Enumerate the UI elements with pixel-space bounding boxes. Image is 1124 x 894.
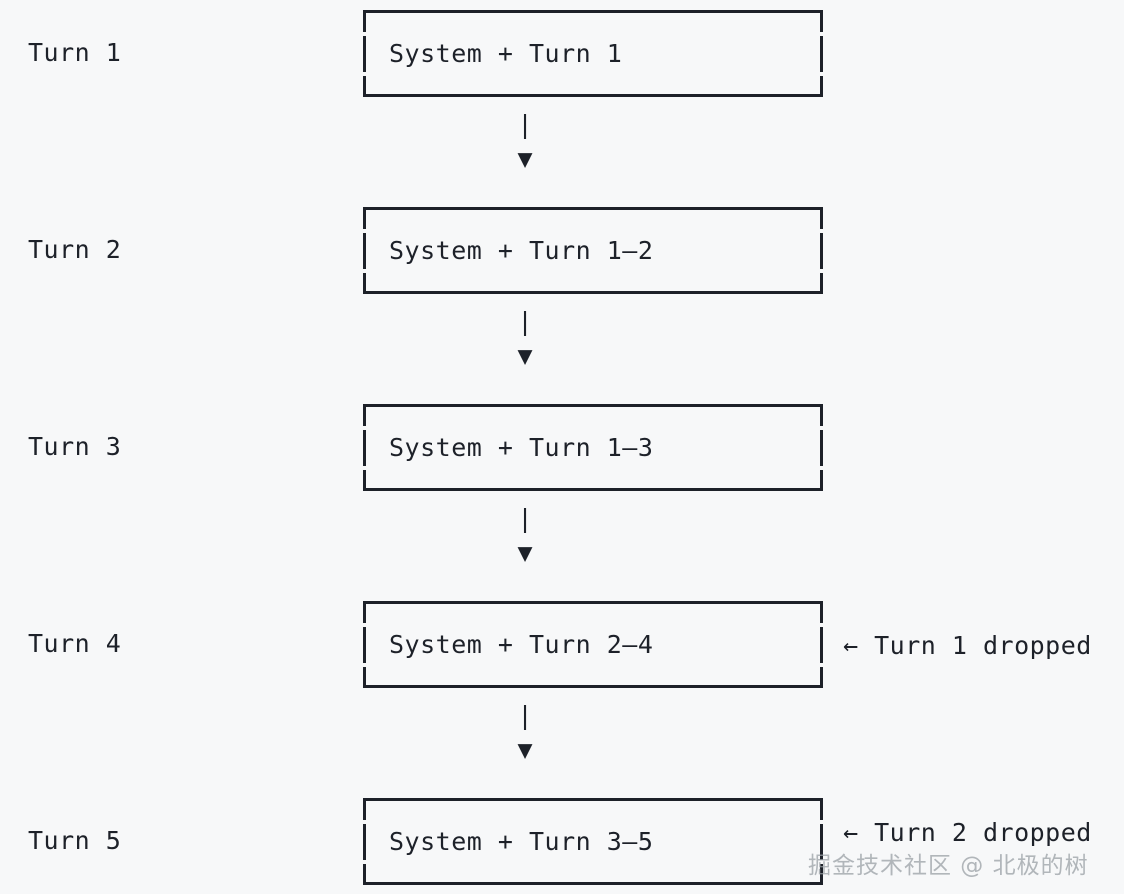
row-label-turn-3: Turn 3 [28, 432, 122, 461]
row-label-turn-1: Turn 1 [28, 38, 122, 67]
box-right-border-segment [820, 430, 823, 466]
context-box-turn-5: System + Turn 3–5 [363, 798, 823, 885]
box-left-border-segment [363, 798, 366, 820]
box-right-border-segment [820, 233, 823, 269]
dropped-turn-annotation-5: ← Turn 2 dropped [843, 818, 1092, 847]
box-left-border-segment [363, 601, 366, 623]
box-left-border-segment [363, 10, 366, 32]
box-left-border-segment [363, 207, 366, 229]
box-left-border-segment [363, 824, 366, 860]
arrow-stem-glyph: | [517, 701, 533, 730]
box-left-border-segment [363, 470, 366, 491]
box-top-border [363, 207, 823, 210]
box-left-border-segment [363, 76, 366, 97]
box-left-border-segment [363, 864, 366, 885]
arrow-stem-glyph: | [517, 504, 533, 533]
context-box-label: System + Turn 3–5 [389, 827, 654, 856]
box-top-border [363, 798, 823, 801]
row-label-turn-2: Turn 2 [28, 235, 122, 264]
box-bottom-border [363, 94, 823, 97]
arrow-down-icon: ▼ [517, 735, 533, 764]
box-bottom-border [363, 685, 823, 688]
box-left-border-segment [363, 430, 366, 466]
flow-arrow-2-to-3: |▼ [510, 309, 540, 368]
box-right-border-segment [820, 10, 823, 32]
flow-arrow-3-to-4: |▼ [510, 506, 540, 565]
arrow-down-icon: ▼ [517, 538, 533, 567]
box-right-border-segment [820, 76, 823, 97]
context-box-turn-3: System + Turn 1–3 [363, 404, 823, 491]
box-bottom-border [363, 291, 823, 294]
watermark: 掘金技术社区 @ 北极的树 [808, 853, 1089, 879]
box-right-border-segment [820, 667, 823, 688]
box-left-border-segment [363, 627, 366, 663]
box-right-border-segment [820, 601, 823, 623]
box-right-border-segment [820, 404, 823, 426]
context-box-label: System + Turn 1 [389, 39, 623, 68]
box-left-border-segment [363, 273, 366, 294]
box-top-border [363, 404, 823, 407]
box-top-border [363, 10, 823, 13]
box-right-border-segment [820, 627, 823, 663]
context-box-turn-1: System + Turn 1 [363, 10, 823, 97]
flow-arrow-4-to-5: |▼ [510, 703, 540, 762]
flow-arrow-1-to-2: |▼ [510, 112, 540, 171]
context-box-turn-2: System + Turn 1–2 [363, 207, 823, 294]
box-bottom-border [363, 882, 823, 885]
arrow-down-icon: ▼ [517, 144, 533, 173]
row-label-turn-4: Turn 4 [28, 629, 122, 658]
row-label-turn-5: Turn 5 [28, 826, 122, 855]
box-left-border-segment [363, 233, 366, 269]
context-box-turn-4: System + Turn 2–4 [363, 601, 823, 688]
arrow-down-icon: ▼ [517, 341, 533, 370]
box-bottom-border [363, 488, 823, 491]
box-right-border-segment [820, 798, 823, 820]
dropped-turn-annotation-4: ← Turn 1 dropped [843, 631, 1092, 660]
context-box-label: System + Turn 1–2 [389, 236, 654, 265]
box-left-border-segment [363, 667, 366, 688]
box-right-border-segment [820, 864, 823, 885]
box-right-border-segment [820, 36, 823, 72]
context-box-label: System + Turn 1–3 [389, 433, 654, 462]
box-right-border-segment [820, 273, 823, 294]
arrow-stem-glyph: | [517, 110, 533, 139]
box-left-border-segment [363, 404, 366, 426]
box-top-border [363, 601, 823, 604]
context-box-label: System + Turn 2–4 [389, 630, 654, 659]
box-right-border-segment [820, 207, 823, 229]
box-right-border-segment [820, 824, 823, 860]
box-right-border-segment [820, 470, 823, 491]
arrow-stem-glyph: | [517, 307, 533, 336]
box-left-border-segment [363, 36, 366, 72]
